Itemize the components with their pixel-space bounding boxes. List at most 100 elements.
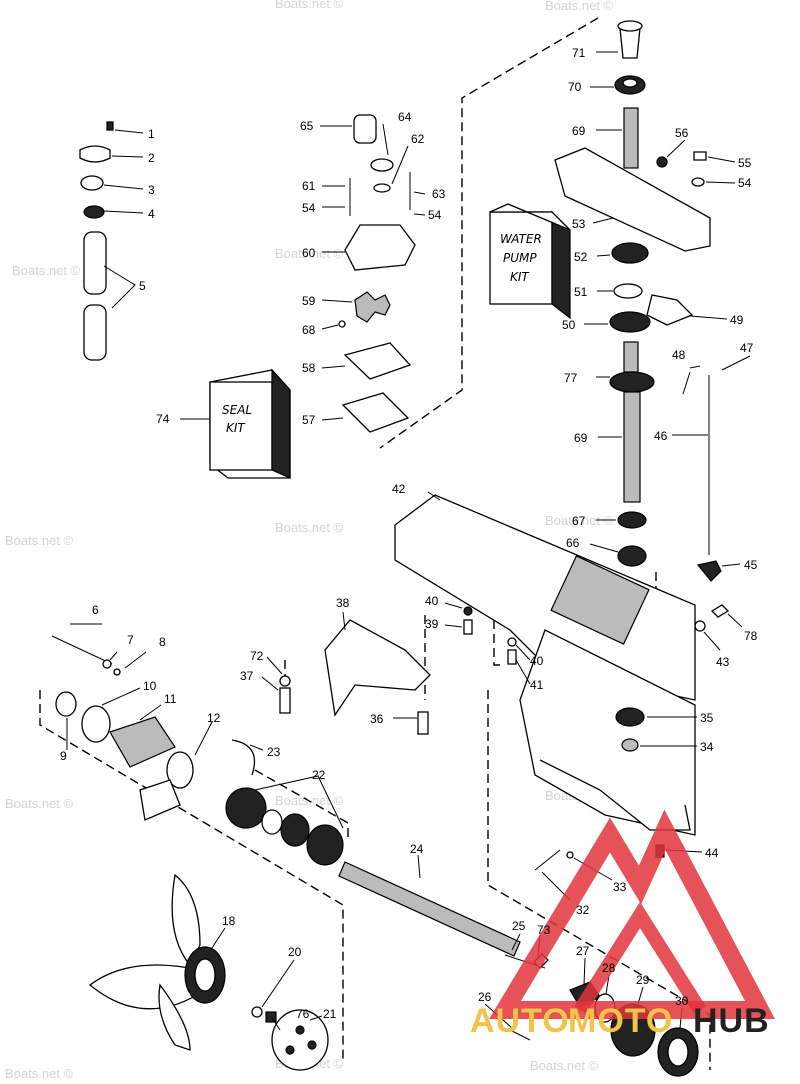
watermark-text: Boats.net © [5, 1066, 74, 1081]
oring-part-10 [81, 705, 111, 743]
logo-text-auto: AUTO [470, 1002, 570, 1040]
nut-part-76 [265, 1011, 277, 1023]
housing-screws [261, 602, 531, 735]
logo-text-moto: MOTO [568, 1002, 673, 1040]
callout-label: 51 [574, 285, 588, 299]
watermark-text: Boats.net © [5, 796, 74, 811]
callout-label: 65 [300, 119, 314, 133]
callout-label: 6 [92, 603, 99, 617]
propshaft-part-24 [338, 854, 521, 957]
callout-label: 76 [296, 1007, 310, 1021]
callout-label: 69 [574, 431, 588, 445]
callout-label: 35 [700, 711, 714, 725]
driveshaft-assembly [589, 341, 655, 567]
watermark-text: Boats.net © [275, 520, 344, 535]
washer-part-20 [251, 1006, 263, 1018]
callout-label: 40 [530, 654, 544, 668]
ball-part-33 [566, 851, 574, 859]
callout-label: 20 [288, 945, 302, 959]
washer-part-7 [102, 659, 112, 669]
propshaft-parts-left [51, 623, 344, 866]
callout-label: 27 [576, 944, 590, 958]
callout-label: 45 [744, 558, 758, 572]
callout-label: 77 [564, 371, 578, 385]
watermark-text: Boats.net © [275, 246, 344, 261]
callout-label: 72 [250, 649, 264, 663]
callout-label: 70 [568, 80, 582, 94]
callout-label: 55 [738, 156, 752, 170]
callout-label: 4 [148, 207, 155, 221]
coupler-part-45 [696, 560, 722, 582]
watermark-text: Boats.net © [12, 263, 81, 278]
propeller-part-18 [88, 873, 226, 1051]
bushing-part-3 [80, 175, 104, 191]
bushing-part-71 [619, 27, 641, 59]
automotohub-logo: AUTO MOTO HUB [470, 809, 775, 1040]
callout-label: 53 [572, 217, 586, 231]
callout-label: 29 [636, 973, 650, 987]
callout-label: 54 [428, 208, 442, 222]
bearing-carrier-part-53 [554, 147, 711, 252]
callout-label: 49 [730, 313, 744, 327]
water-pump-kit-label-line1: WATER [500, 232, 542, 246]
watermark-text: Boats.net © [530, 1058, 599, 1073]
pin-part-48 [682, 371, 691, 395]
watermark-text: Boats.net © [545, 0, 614, 13]
washer-part-40a [463, 606, 473, 616]
callout-label: 28 [602, 961, 616, 975]
retaining-ring-part-23 [231, 739, 256, 776]
part-35 [615, 707, 645, 727]
spring-part-67 [617, 511, 647, 529]
water-pump-kit-box: WATER PUMP KIT [489, 203, 571, 320]
callout-label: 40 [425, 594, 439, 608]
oring-part-51 [613, 283, 643, 299]
callout-label: 59 [302, 294, 316, 308]
part-34 [621, 738, 639, 752]
washer-part-43 [694, 620, 706, 632]
seal-part-4 [83, 205, 105, 219]
callout-label: 30 [675, 994, 689, 1008]
washer-part-72 [279, 675, 291, 687]
water-pump-kit-label-line2: PUMP [503, 251, 537, 265]
callout-label: 71 [572, 46, 586, 60]
watermark-text: Boats.net © [545, 513, 614, 528]
callout-label: 42 [392, 482, 406, 496]
callout-label: 54 [302, 201, 316, 215]
callout-label: 38 [336, 596, 350, 610]
callout-label: 48 [672, 348, 686, 362]
watermark-text: Boats.net © [275, 0, 344, 11]
callout-label: 22 [312, 768, 326, 782]
driveshaft-parts-top [554, 20, 736, 333]
carrier-part-11 [109, 716, 176, 768]
callout-label: 5 [139, 279, 146, 293]
callout-label: 36 [370, 712, 384, 726]
callout-label: 58 [302, 361, 316, 375]
callout-label: 2 [148, 151, 155, 165]
callout-label: 46 [654, 429, 668, 443]
watermark-text: Boats.net © [5, 533, 74, 548]
thrust-hub-parts [251, 959, 329, 1071]
gear-part-22d [306, 824, 344, 866]
callout-label: 3 [148, 183, 155, 197]
bearing-part-22c [280, 813, 310, 847]
callout-label: 73 [537, 923, 551, 937]
callout-label: 66 [566, 536, 580, 550]
pin-part-26 [509, 1029, 531, 1041]
callout-label: 12 [207, 711, 221, 725]
callout-label: 54 [738, 176, 752, 190]
callout-label: 67 [572, 514, 586, 528]
callout-label: 10 [143, 679, 157, 693]
insert-part-65 [353, 114, 377, 144]
seal-part-64 [370, 158, 394, 172]
hub-part-21 [271, 1009, 329, 1071]
shaft-part-69a [623, 107, 639, 169]
gasket-part-57 [341, 392, 410, 433]
tube-part-5a [83, 231, 107, 295]
gasket-part-49 [646, 294, 694, 326]
seal-kit-box: SEAL KIT [180, 368, 291, 479]
screw-part-41 [507, 649, 517, 665]
screw-part-55 [693, 151, 707, 161]
pinion-part-66 [617, 545, 647, 567]
trim-tab-part-38 [324, 619, 431, 717]
